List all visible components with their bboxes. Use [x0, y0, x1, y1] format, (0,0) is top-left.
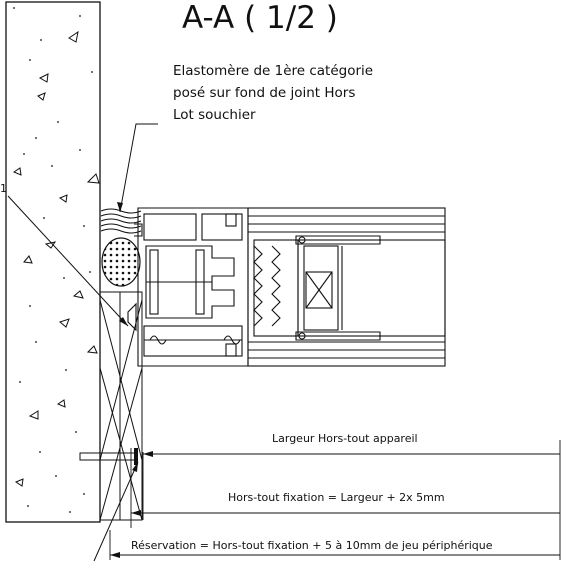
elastomer-note: Elastomère de 1ère catégorie posé sur fo… [173, 63, 373, 123]
dim-largeur-label: Largeur Hors-tout appareil [272, 432, 418, 445]
sash-glazing [247, 207, 446, 367]
dim-fixation-label: Hors-tout fixation = Largeur + 2x 5mm [228, 491, 445, 504]
concrete-wall [5, 1, 101, 523]
note-line-1: Elastomère de 1ère catégorie [173, 63, 373, 79]
fixing-screw [79, 448, 138, 465]
edge-leader-line [7, 195, 129, 327]
dimension-arrows [110, 451, 153, 558]
note-leader-line [119, 123, 158, 213]
dimension-lines [109, 440, 561, 560]
note-line-3: Lot souchier [173, 107, 256, 123]
frame-profile [127, 207, 249, 367]
note-line-2: posé sur fond de joint Hors [173, 85, 355, 101]
backer-rod [101, 237, 141, 287]
elastomer-seal [100, 208, 142, 234]
wood-cleat [99, 291, 143, 521]
dim-reservation-label: Réservation = Hors-tout fixation + 5 à 1… [131, 539, 493, 552]
drawing-title: A-A ( 1/2 ) [182, 0, 338, 36]
edge-mark-label: 1 [0, 182, 7, 195]
